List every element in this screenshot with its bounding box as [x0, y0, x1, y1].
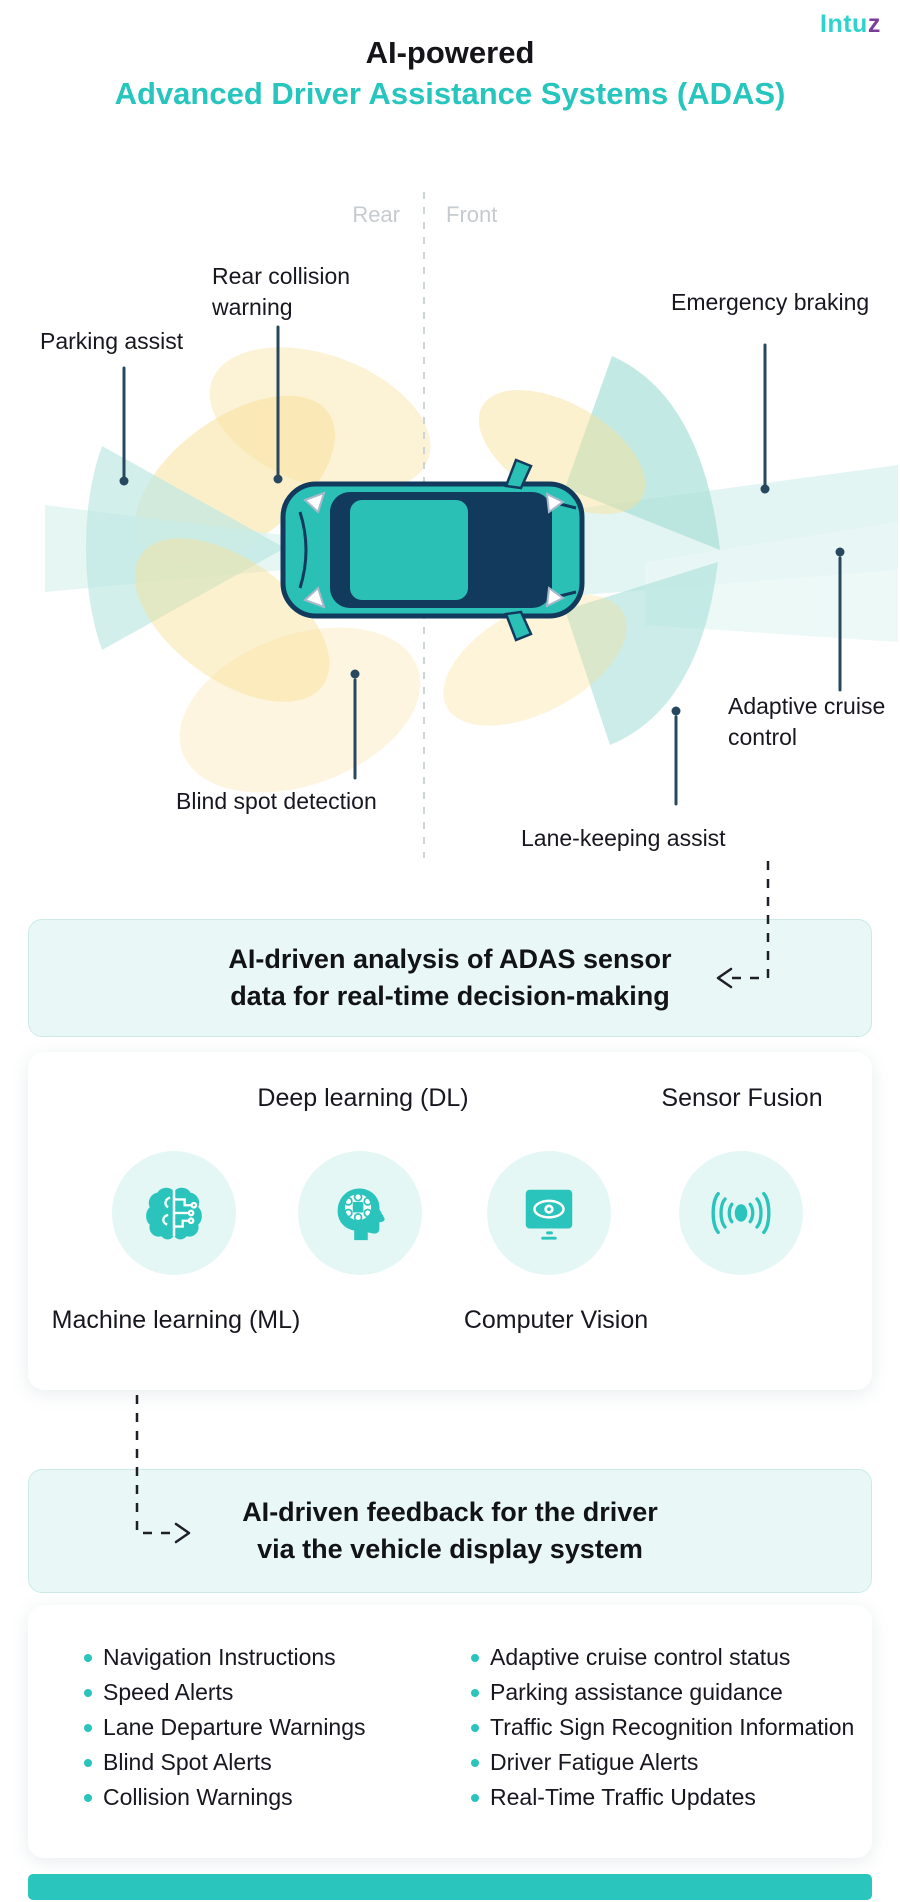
deep-learning-circle	[298, 1151, 422, 1275]
brain-circuit-icon	[146, 1187, 202, 1240]
deep-learning-label: Deep learning (DL)	[257, 1084, 469, 1112]
signal-waves-icon	[711, 1191, 771, 1235]
callout-adaptive-cruise-control: Adaptive cruise control	[728, 693, 886, 750]
bullet-dot-icon	[471, 1723, 479, 1732]
front-label: Front	[446, 202, 498, 227]
bullet-dot-icon	[471, 1793, 479, 1802]
bullet-dot-icon	[471, 1653, 479, 1662]
bullet-dot-icon	[84, 1723, 92, 1732]
bullet-dot-icon	[84, 1688, 92, 1697]
page-subtitle: Advanced Driver Assistance Systems (ADAS…	[114, 76, 786, 111]
list-item-label: Blind Spot Alerts	[103, 1749, 272, 1775]
sensor-fusion-circle	[679, 1151, 803, 1275]
list-item: Traffic Sign Recognition Information	[471, 1710, 854, 1745]
list-item-label: Navigation Instructions	[103, 1644, 336, 1670]
list-item-label: Real-Time Traffic Updates	[490, 1784, 756, 1810]
callout-blind-spot-detection: Blind spot detection	[176, 788, 377, 814]
rear-label: Rear	[352, 202, 400, 227]
analysis-box-line1: AI-driven analysis of ADAS sensor	[228, 944, 672, 974]
car-top-view	[280, 458, 585, 642]
list-item-label: Parking assistance guidance	[490, 1679, 783, 1705]
list-item: Navigation Instructions	[84, 1640, 366, 1675]
side-mirror-bottom	[504, 610, 533, 642]
side-mirror-top	[504, 458, 533, 490]
bullet-dot-icon	[84, 1758, 92, 1767]
logo-accent: z	[867, 10, 881, 38]
feedback-list-left: Navigation Instructions Speed Alerts Lan…	[84, 1640, 366, 1815]
machine-learning-circle	[112, 1151, 236, 1275]
list-item-label: Driver Fatigue Alerts	[490, 1749, 699, 1775]
head-chip-icon	[337, 1188, 385, 1241]
list-item-label: Collision Warnings	[103, 1784, 293, 1810]
analysis-box-line2: data for real-time decision-making	[230, 981, 670, 1011]
bullet-dot-icon	[84, 1653, 92, 1662]
list-item: Driver Fatigue Alerts	[471, 1745, 854, 1780]
bullet-dot-icon	[471, 1688, 479, 1697]
sensor-fusion-label: Sensor Fusion	[661, 1084, 823, 1112]
footer-accent-bar	[28, 1874, 872, 1900]
list-item: Real-Time Traffic Updates	[471, 1780, 854, 1815]
list-item-label: Speed Alerts	[103, 1679, 234, 1705]
feedback-items-card	[28, 1605, 872, 1858]
list-item-label: Lane Departure Warnings	[103, 1714, 366, 1740]
list-item: Collision Warnings	[84, 1780, 366, 1815]
bullet-dot-icon	[471, 1758, 479, 1767]
list-item: Speed Alerts	[84, 1675, 366, 1710]
logo-main: Intu	[820, 10, 868, 38]
monitor-eye-icon	[525, 1189, 573, 1240]
analysis-box: AI-driven analysis of ADAS sensor data f…	[28, 919, 872, 1037]
machine-learning-label: Machine learning (ML)	[51, 1306, 301, 1334]
list-item: Adaptive cruise control status	[471, 1640, 854, 1675]
callout-rear-collision-warning: Rear collision warning	[212, 263, 351, 320]
callout-lane-keeping-assist: Lane-keeping assist	[521, 825, 726, 851]
list-item: Lane Departure Warnings	[84, 1710, 366, 1745]
feedback-box-line1: AI-driven feedback for the driver	[242, 1497, 658, 1527]
callout-parking-assist: Parking assist	[40, 328, 184, 354]
callout-emergency-braking: Emergency braking	[671, 289, 870, 315]
list-item-label: Traffic Sign Recognition Information	[490, 1714, 855, 1740]
list-item-label: Adaptive cruise control status	[490, 1644, 791, 1670]
feedback-box: AI-driven feedback for the driver via th…	[28, 1469, 872, 1593]
callout-dots	[119, 474, 845, 716]
list-item: Parking assistance guidance	[471, 1675, 854, 1710]
feedback-box-line2: via the vehicle display system	[257, 1534, 643, 1564]
page-title: AI-powered	[365, 35, 535, 70]
list-item: Blind Spot Alerts	[84, 1745, 366, 1780]
bullet-dot-icon	[84, 1793, 92, 1802]
feedback-list-right: Adaptive cruise control status Parking a…	[471, 1640, 854, 1815]
intuz-logo: Intuz	[820, 10, 881, 39]
computer-vision-circle	[487, 1151, 611, 1275]
computer-vision-label: Computer Vision	[463, 1306, 649, 1334]
